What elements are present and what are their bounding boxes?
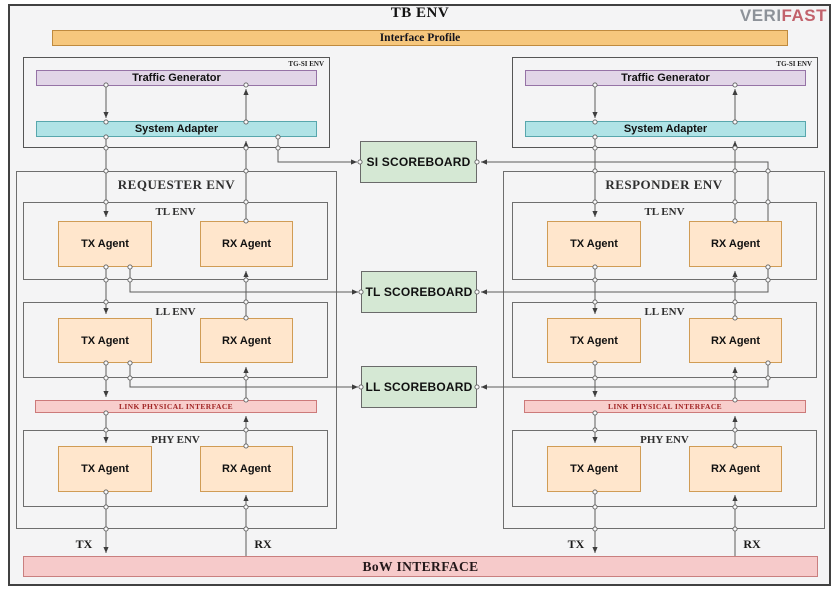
rx-port-label-left: RX bbox=[254, 537, 272, 551]
tx-agent-ll-left: TX Agent bbox=[58, 318, 152, 363]
rx-port-label-right: RX bbox=[743, 537, 761, 551]
ll-env-label-right: LL ENV bbox=[644, 306, 685, 318]
rx-agent-ll-left: RX Agent bbox=[200, 318, 293, 363]
rx-agent-ll-right: RX Agent bbox=[689, 318, 782, 363]
tl-env-label-right: TL ENV bbox=[644, 206, 685, 218]
tl-scoreboard: TL SCOREBOARD bbox=[361, 271, 477, 313]
ll-scoreboard: LL SCOREBOARD bbox=[361, 366, 477, 408]
logo-text-red: FAST bbox=[781, 6, 827, 25]
tx-port-label-left: TX bbox=[75, 537, 93, 551]
rx-agent-phy-right: RX Agent bbox=[689, 446, 782, 492]
tx-agent-tl-left: TX Agent bbox=[58, 221, 152, 267]
phy-env-box-right: PHY ENV bbox=[512, 430, 817, 507]
bow-interface-bar: BoW INTERFACE bbox=[23, 556, 818, 577]
phy-env-label-right: PHY ENV bbox=[640, 434, 689, 446]
rx-agent-phy-left: RX Agent bbox=[200, 446, 293, 492]
tx-agent-phy-right: TX Agent bbox=[547, 446, 641, 492]
requester-env-label: REQUESTER ENV bbox=[117, 177, 236, 192]
link-physical-interface-right: LINK PHYSICAL INTERFACE bbox=[524, 400, 806, 413]
ll-env-label-left: LL ENV bbox=[155, 306, 196, 318]
tg-si-env-label-left: TG-SI ENV bbox=[288, 60, 324, 68]
interface-profile-bar: Interface Profile bbox=[52, 30, 788, 46]
tl-env-label-left: TL ENV bbox=[155, 206, 196, 218]
tg-si-env-box-left: TG-SI ENV bbox=[23, 57, 330, 148]
page-title: TB ENV bbox=[390, 5, 450, 21]
system-adapter-right: System Adapter bbox=[525, 121, 806, 137]
phy-env-label-left: PHY ENV bbox=[151, 434, 200, 446]
system-adapter-left: System Adapter bbox=[36, 121, 317, 137]
traffic-generator-right: Traffic Generator bbox=[525, 70, 806, 86]
si-scoreboard: SI SCOREBOARD bbox=[360, 141, 477, 183]
tx-port-label-right: TX bbox=[567, 537, 585, 551]
tg-si-env-box-right: TG-SI ENV bbox=[512, 57, 818, 148]
link-physical-interface-left: LINK PHYSICAL INTERFACE bbox=[35, 400, 317, 413]
logo-text-gray: VERI bbox=[739, 6, 782, 25]
tx-agent-phy-left: TX Agent bbox=[58, 446, 152, 492]
tx-agent-tl-right: TX Agent bbox=[547, 221, 641, 267]
tx-agent-ll-right: TX Agent bbox=[547, 318, 641, 363]
rx-agent-tl-right: RX Agent bbox=[689, 221, 782, 267]
verifast-logo: VERIFAST bbox=[740, 6, 827, 26]
requester-env-box: REQUESTER ENV bbox=[16, 171, 337, 529]
rx-agent-tl-left: RX Agent bbox=[200, 221, 293, 267]
phy-env-box-left: PHY ENV bbox=[23, 430, 328, 507]
responder-env-label: RESPONDER ENV bbox=[605, 177, 723, 192]
tg-si-env-label-right: TG-SI ENV bbox=[776, 60, 812, 68]
traffic-generator-left: Traffic Generator bbox=[36, 70, 317, 86]
